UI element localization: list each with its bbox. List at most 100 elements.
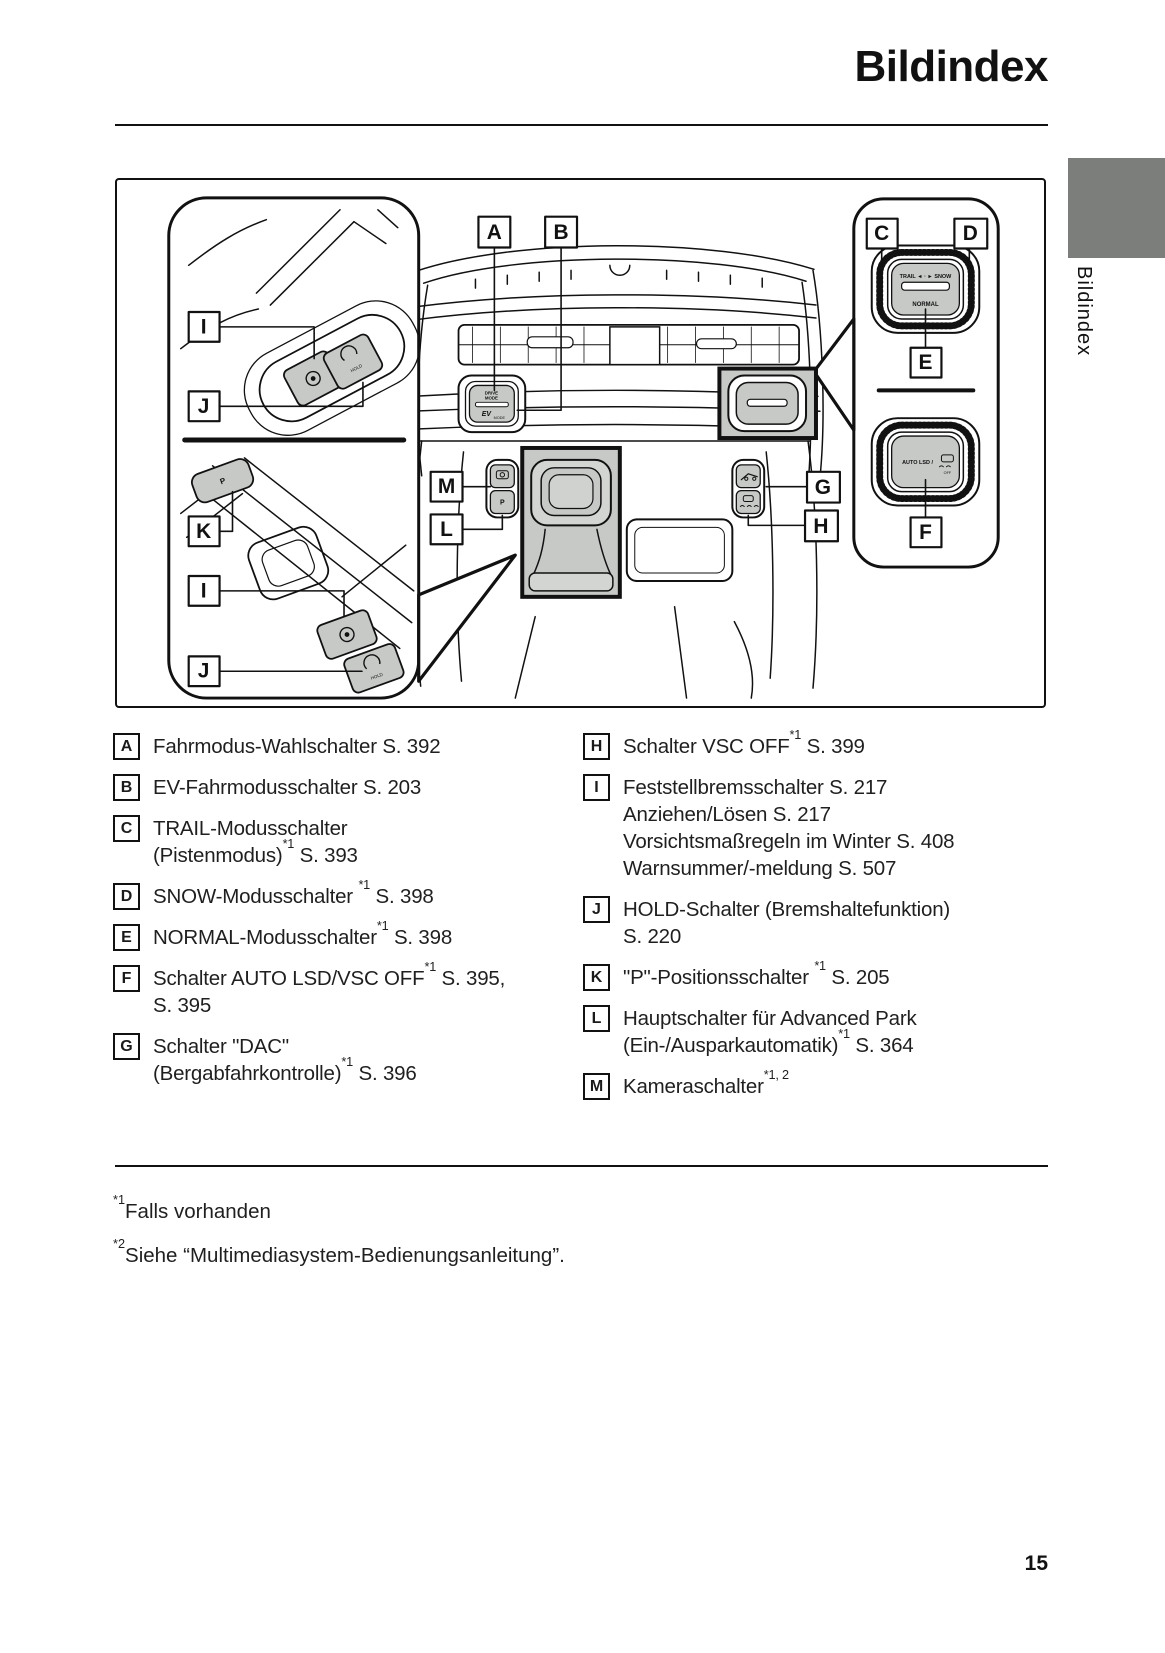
legend-letter-box-G: G	[113, 1033, 140, 1060]
legend-letter-box-M: M	[583, 1073, 610, 1100]
legend-item-F: F Schalter AUTO LSD/VSC OFF*1 S. 395, S. 3…	[113, 959, 575, 1019]
drive-mode-dial-highlight	[717, 366, 818, 441]
callout-I-bottom: I	[187, 574, 221, 607]
callout-B: B	[544, 215, 579, 249]
legend-item-D: D SNOW-Modusschalter *1 S. 398	[113, 877, 575, 910]
legend-letter-box-A: A	[113, 733, 140, 760]
legend-letter-box-L: L	[583, 1005, 610, 1032]
footer-rule	[115, 1165, 1048, 1167]
svg-text:B: B	[554, 221, 569, 244]
superscript-marker: *1, 2	[763, 1067, 789, 1083]
left-inset	[167, 196, 421, 700]
svg-text:P: P	[219, 476, 228, 486]
hold-switch: HOLD	[322, 333, 384, 390]
svg-text:K: K	[196, 520, 211, 543]
legend-letter-box-I: I	[583, 774, 610, 801]
svg-text:TRAIL ◄ · ► SNOW: TRAIL ◄ · ► SNOW	[900, 274, 953, 280]
legend-text-line: Feststellbremsschalter S. 217	[623, 776, 888, 799]
dash-vents	[457, 324, 800, 366]
svg-text:MODE: MODE	[485, 395, 498, 400]
page-title: Bildindex	[854, 42, 1048, 91]
console-diagram: DRIVE MODE EV MODE	[167, 196, 1000, 700]
shifter-highlight	[520, 445, 622, 599]
svg-text:AUTO LSD /: AUTO LSD /	[902, 460, 933, 466]
zoom-pointer-right	[812, 317, 856, 432]
legend-letter-box-K: K	[583, 964, 610, 991]
callout-I-top: I	[187, 310, 221, 343]
svg-text:E: E	[919, 351, 933, 374]
legend-text-line: (Ein-/Ausparkautomatik)*1 S. 364	[623, 1026, 914, 1057]
legend-text-line: Hauptschalter für Advanced Park	[623, 1007, 917, 1030]
legend-text-line: Warnsummer/-meldung S. 507	[623, 857, 897, 880]
legend-text-J: HOLD-Schalter (Bremshaltefunktion)S. 220	[623, 896, 950, 950]
svg-text:D: D	[963, 222, 978, 245]
callout-L: L	[429, 513, 464, 546]
legend-text-line: Anziehen/Lösen S. 217	[623, 803, 831, 826]
section-tab	[1068, 158, 1165, 258]
legend-text-line: SNOW-Modusschalter *1 S. 398	[153, 877, 434, 908]
legend-text-K: "P"-Positionsschalter *1 S. 205	[623, 958, 890, 991]
superscript-marker: *1	[282, 836, 295, 852]
legend-text-line: TRAIL-Modusschalter	[153, 817, 348, 840]
callout-E: E	[909, 346, 943, 379]
legend-text-line: EV-Fahrmodusschalter S. 203	[153, 776, 422, 799]
legend-text-L: Hauptschalter für Advanced Park(Ein-/Aus…	[623, 1005, 917, 1059]
callout-G: G	[805, 470, 841, 504]
parking-brake-switch-2	[316, 609, 378, 660]
legend-text-line: Schalter AUTO LSD/VSC OFF*1 S. 395,	[153, 959, 506, 990]
superscript-marker: *1	[838, 1026, 850, 1042]
ev-mode-switch: DRIVE MODE EV MODE	[457, 374, 527, 434]
legend-item-J: J HOLD-Schalter (Bremshaltefunktion)S. 22…	[583, 896, 1053, 950]
legend-text-line: S. 395	[153, 994, 212, 1017]
legend-text-line: Fahrmodus-Wahlschalter S. 392	[153, 735, 441, 758]
legend-letter-box-H: H	[583, 733, 610, 760]
svg-text:L: L	[440, 518, 453, 541]
legend-text-A: Fahrmodus-Wahlschalter S. 392	[153, 733, 441, 760]
legend-text-M: Kameraschalter*1, 2	[623, 1069, 789, 1100]
camera-park-switch-pod: P	[485, 458, 520, 519]
legend-letter-box-E: E	[113, 924, 140, 951]
legend-item-H: H Schalter VSC OFF*1 S. 399	[583, 727, 1053, 760]
svg-text:EV: EV	[482, 411, 493, 418]
svg-text:HOLD: HOLD	[370, 671, 384, 680]
section-tab-label: Bildindex	[1073, 266, 1095, 357]
legend-text-line: Schalter VSC OFF*1 S. 399	[623, 727, 865, 758]
legend-letter-box-D: D	[113, 883, 140, 910]
superscript-marker: *2	[113, 1236, 126, 1252]
legend-text-D: SNOW-Modusschalter *1 S. 398	[153, 877, 434, 910]
superscript-marker: *1	[424, 959, 437, 975]
legend-letter-box-F: F	[113, 965, 140, 992]
legend-letter-box-C: C	[113, 815, 140, 842]
legend-text-E: NORMAL-Modusschalter*1 S. 398	[153, 920, 452, 951]
footnote-1: *1Falls vorhanden	[113, 1192, 271, 1223]
leader-lines	[218, 246, 971, 673]
legend-text-line: "P"-Positionsschalter *1 S. 205	[623, 958, 890, 989]
svg-text:A: A	[487, 221, 502, 244]
legend-item-K: K "P"-Positionsschalter *1 S. 205	[583, 958, 1053, 991]
drive-mode-dial: TRAIL ◄ · ► SNOW NORMAL	[870, 244, 981, 334]
hold-switch-2: HOLD	[343, 643, 405, 694]
callout-D: D	[953, 217, 989, 250]
svg-text:HOLD: HOLD	[350, 363, 364, 374]
auto-lsd-dial: AUTO LSD / OFF	[870, 417, 981, 507]
legend-letter-box-J: J	[583, 896, 610, 923]
page-number: 15	[1024, 1552, 1048, 1575]
svg-text:C: C	[874, 222, 889, 245]
legend-text-line: Schalter "DAC"	[153, 1035, 289, 1058]
header-rule	[115, 124, 1048, 126]
callout-boxes: A B C D E F G H I J K I J M L	[187, 215, 989, 688]
superscript-marker: *1	[376, 918, 389, 934]
legend-text-F: Schalter AUTO LSD/VSC OFF*1 S. 395, S. 39…	[153, 959, 506, 1019]
superscript-marker: *1	[113, 1192, 126, 1208]
legend-text-line: (Bergabfahrkontrolle)*1 S. 396	[153, 1054, 417, 1085]
svg-text:MODE: MODE	[494, 416, 506, 420]
legend-text-line: S. 220	[623, 925, 682, 948]
legend-text-H: Schalter VSC OFF*1 S. 399	[623, 727, 865, 760]
zoom-pointer-left	[417, 553, 517, 683]
svg-text:J: J	[198, 660, 210, 683]
